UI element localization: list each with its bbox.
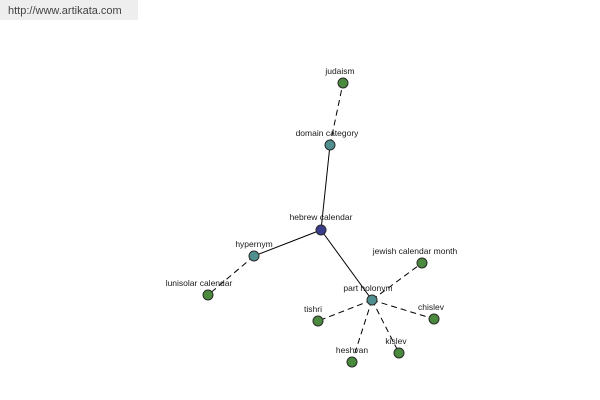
- node-label-hebrew-calendar: hebrew calendar: [290, 212, 353, 222]
- node-hypernym[interactable]: hypernym: [235, 239, 273, 262]
- node-label-heshvan: heshvan: [336, 345, 368, 355]
- source-url-link[interactable]: http://www.artikata.com: [8, 5, 122, 17]
- node-label-tishri: tishri: [304, 304, 322, 314]
- edge-hypernym-to-lunisolar-calendar: [207, 255, 255, 296]
- node-domain-category[interactable]: domain category: [296, 128, 360, 151]
- node-lunisolar-calendar[interactable]: lunisolar calendar: [166, 278, 233, 301]
- node-kislev[interactable]: kislev: [385, 336, 407, 359]
- node-label-kislev: kislev: [385, 336, 407, 346]
- node-label-jewish-calendar-month: jewish calendar month: [372, 246, 458, 256]
- node-tishri[interactable]: tishri: [304, 304, 324, 327]
- edge-domain-category-to-judaism: [329, 82, 344, 146]
- node-hebrew-calendar[interactable]: hebrew calendar: [290, 212, 353, 236]
- edge-hebrew-calendar-to-domain-category: [320, 144, 331, 231]
- edge-part-holonym-to-tishri: [317, 299, 373, 322]
- node-jewish-calendar-month[interactable]: jewish calendar month: [372, 246, 458, 269]
- node-circle-hebrew-calendar[interactable]: [315, 224, 327, 236]
- node-judaism[interactable]: judaism: [324, 66, 355, 89]
- node-circle-chislev[interactable]: [428, 313, 440, 325]
- edge-part-holonym-to-jewish-calendar-month: [371, 262, 423, 301]
- node-circle-part-holonym[interactable]: [366, 294, 378, 306]
- edge-part-holonym-to-heshvan: [351, 299, 373, 363]
- node-circle-kislev[interactable]: [393, 347, 405, 359]
- node-circle-lunisolar-calendar[interactable]: [202, 289, 214, 301]
- node-circle-judaism[interactable]: [337, 77, 349, 89]
- node-part-holonym[interactable]: part holonym: [343, 283, 393, 306]
- node-circle-jewish-calendar-month[interactable]: [416, 257, 428, 269]
- edges-layer: [207, 82, 435, 363]
- node-label-domain-category: domain category: [296, 128, 360, 138]
- node-circle-domain-category[interactable]: [324, 139, 336, 151]
- node-label-judaism: judaism: [324, 66, 354, 76]
- node-label-part-holonym: part holonym: [343, 283, 392, 293]
- node-chislev[interactable]: chislev: [418, 302, 445, 325]
- node-circle-tishri[interactable]: [312, 315, 324, 327]
- node-circle-hypernym[interactable]: [248, 250, 260, 262]
- nodes-layer: hebrew calendar domain category judaism hyp…: [166, 66, 458, 368]
- node-label-lunisolar-calendar: lunisolar calendar: [166, 278, 233, 288]
- edge-hebrew-calendar-to-hypernym: [253, 229, 322, 257]
- edge-part-holonym-to-chislev: [371, 299, 435, 320]
- node-circle-heshvan[interactable]: [346, 356, 358, 368]
- edge-hebrew-calendar-to-part-holonym: [320, 229, 373, 301]
- source-banner: http://www.artikata.com: [0, 0, 138, 20]
- node-heshvan[interactable]: heshvan: [336, 345, 368, 368]
- node-label-hypernym: hypernym: [235, 239, 272, 249]
- node-label-chislev: chislev: [418, 302, 445, 312]
